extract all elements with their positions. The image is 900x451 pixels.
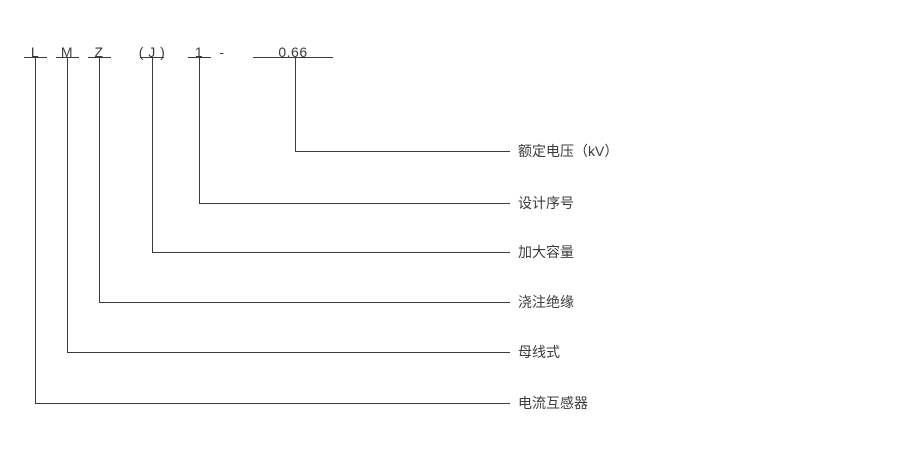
leader-vertical-cast-insulation	[99, 57, 100, 302]
code-token-J: ( J )	[138, 44, 166, 60]
code-token-M: M	[60, 44, 74, 60]
leader-vertical-rated-voltage	[295, 57, 296, 151]
callout-label-design-serial: 设计序号	[518, 195, 574, 211]
leader-horizontal-current-transformer	[35, 403, 510, 404]
callout-label-busbar-type: 母线式	[518, 344, 560, 360]
callout-label-cast-insulation: 浇注绝缘	[518, 294, 574, 310]
leader-vertical-current-transformer	[35, 57, 36, 403]
callout-label-current-transformer: 电流互感器	[518, 395, 588, 411]
leader-horizontal-design-serial	[199, 203, 510, 204]
code-token-dash: -	[219, 44, 225, 60]
callout-label-rated-voltage: 额定电压（kV）	[518, 143, 619, 159]
leader-horizontal-increased-capacity	[152, 252, 510, 253]
leader-horizontal-busbar-type	[67, 352, 510, 353]
code-token-L: L	[30, 44, 40, 60]
code-token-Z: Z	[94, 44, 104, 60]
leader-vertical-busbar-type	[67, 57, 68, 352]
leader-horizontal-cast-insulation	[99, 302, 510, 303]
leader-vertical-increased-capacity	[152, 57, 153, 252]
code-token-066: 0.66	[278, 44, 308, 60]
leader-vertical-design-serial	[199, 57, 200, 203]
code-token-1: 1	[194, 44, 204, 60]
leader-horizontal-rated-voltage	[295, 151, 510, 152]
tick-bar-066	[253, 57, 333, 58]
callout-label-increased-capacity: 加大容量	[518, 244, 574, 260]
